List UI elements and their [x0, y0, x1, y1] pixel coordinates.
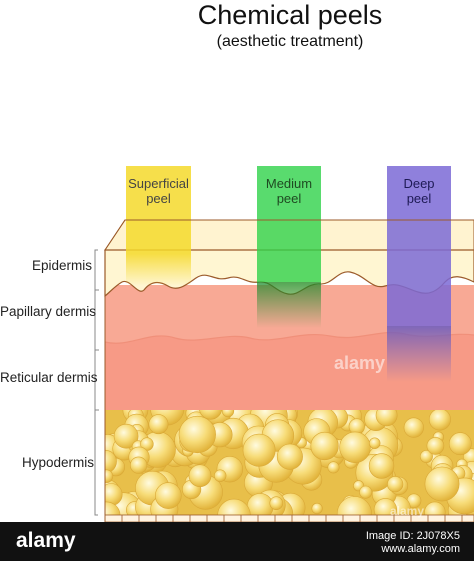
fat-cell	[113, 423, 139, 449]
watermark: alamy	[334, 353, 386, 373]
fat-cell	[336, 496, 372, 515]
fat-cell	[339, 431, 371, 463]
watermark-2: alamy	[390, 504, 425, 518]
footer-bar	[0, 522, 474, 561]
fat-cell	[269, 496, 284, 511]
deep-peel-column	[387, 166, 451, 326]
fat-cell	[375, 410, 398, 427]
footer-info: Image ID: 2J078X5 www.alamy.com	[366, 530, 460, 556]
fat-cell	[242, 433, 276, 467]
fat-cell	[199, 410, 223, 420]
fat-cell	[130, 456, 148, 474]
fat-cell	[276, 443, 303, 470]
fat-cell	[188, 464, 212, 488]
fat-cell	[311, 502, 323, 515]
site-url: www.alamy.com	[381, 543, 460, 555]
fat-cell	[221, 410, 235, 418]
fat-cell	[178, 415, 216, 454]
fat-cell	[155, 482, 182, 509]
fat-cell	[327, 461, 340, 474]
medium-peel-column	[257, 166, 321, 282]
label-epidermis: Epidermis	[32, 258, 93, 273]
fat-cell	[148, 414, 169, 435]
fat-cell	[310, 431, 339, 461]
superficial-peel-column	[126, 166, 191, 254]
fat-cell	[105, 501, 121, 515]
fat-cell	[368, 453, 395, 479]
label-reticular-dermis: Reticular dermis	[0, 370, 98, 385]
fat-cell	[373, 498, 397, 515]
label-papillary-dermis: Papillary dermis	[0, 304, 97, 319]
fat-cell	[424, 501, 446, 515]
fat-cell	[359, 485, 373, 499]
fat-cell	[403, 417, 424, 438]
fat-cell	[419, 449, 433, 463]
page-title: Chemical peels	[197, 0, 383, 30]
fat-cell	[105, 483, 123, 506]
fat-cell	[387, 476, 404, 493]
fat-cell	[105, 469, 114, 483]
fat-cells	[105, 410, 474, 515]
page-subtitle: (aesthetic treatment)	[216, 33, 364, 50]
fat-cell	[214, 469, 227, 482]
label-hypodermis: Hypodermis	[22, 455, 95, 470]
fat-cell	[424, 466, 460, 502]
fat-cell	[426, 437, 445, 455]
image-id: Image ID: 2J078X5	[365, 530, 460, 542]
fat-cell	[448, 432, 472, 456]
layer-brackets	[94, 249, 99, 516]
fat-cell	[369, 437, 381, 449]
fat-cell	[217, 498, 251, 515]
footer-brand: alamy	[16, 529, 76, 552]
fat-cell	[428, 410, 451, 431]
